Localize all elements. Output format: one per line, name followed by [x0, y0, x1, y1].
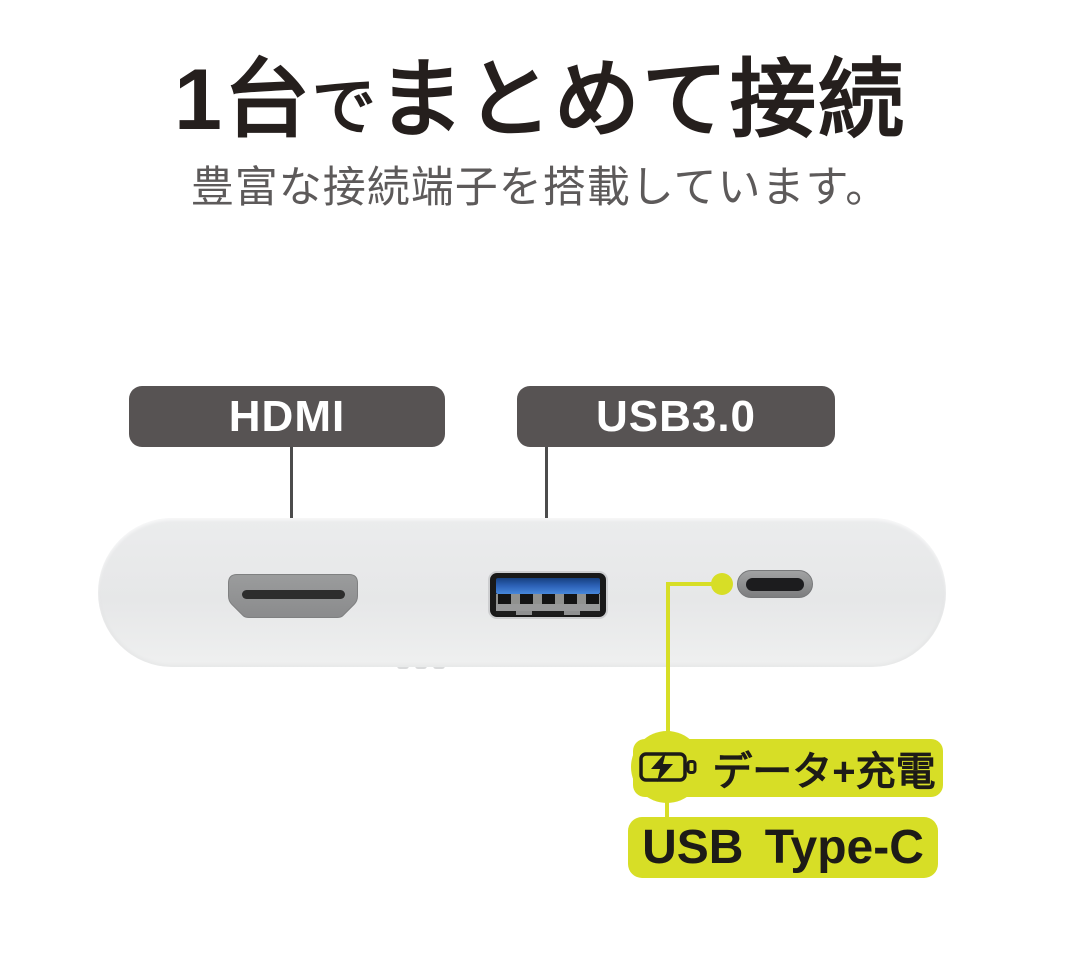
- data-charge-badge: データ+充電: [633, 739, 943, 797]
- title-segment-2: まとめて接続: [377, 52, 906, 148]
- hdmi-port: [228, 574, 358, 618]
- usb-a-port: [488, 571, 608, 619]
- battery-charging-icon: [639, 752, 697, 782]
- usb-type-c-badge-text: USB Type-C: [642, 821, 924, 874]
- usb3-callout-label: USB3.0: [517, 386, 835, 447]
- page-subtitle: 豊富な接続端子を搭載しています。: [190, 164, 890, 212]
- hdmi-callout-label: HDMI: [129, 386, 445, 447]
- hdmi-callout-label-text: HDMI: [228, 391, 346, 441]
- title-segment-small: で: [311, 71, 378, 143]
- typec-callout-dot: [711, 573, 733, 595]
- page-title: 1台でまとめて接続: [0, 48, 1080, 159]
- usb-type-c-badge: USB Type-C: [628, 817, 938, 878]
- hdmi-callout-line: [290, 447, 293, 555]
- data-charge-badge-text: データ+充電: [712, 750, 936, 794]
- typec-callout-line-vertical: [666, 582, 670, 734]
- title-segment-1: 1台: [174, 52, 312, 148]
- usb-c-port: [737, 570, 813, 598]
- typec-callout-connector: [665, 796, 669, 818]
- typec-callout-line-horizontal: [666, 582, 713, 586]
- usb3-callout-label-text: USB3.0: [595, 391, 757, 441]
- usb3-callout-line: [545, 447, 548, 554]
